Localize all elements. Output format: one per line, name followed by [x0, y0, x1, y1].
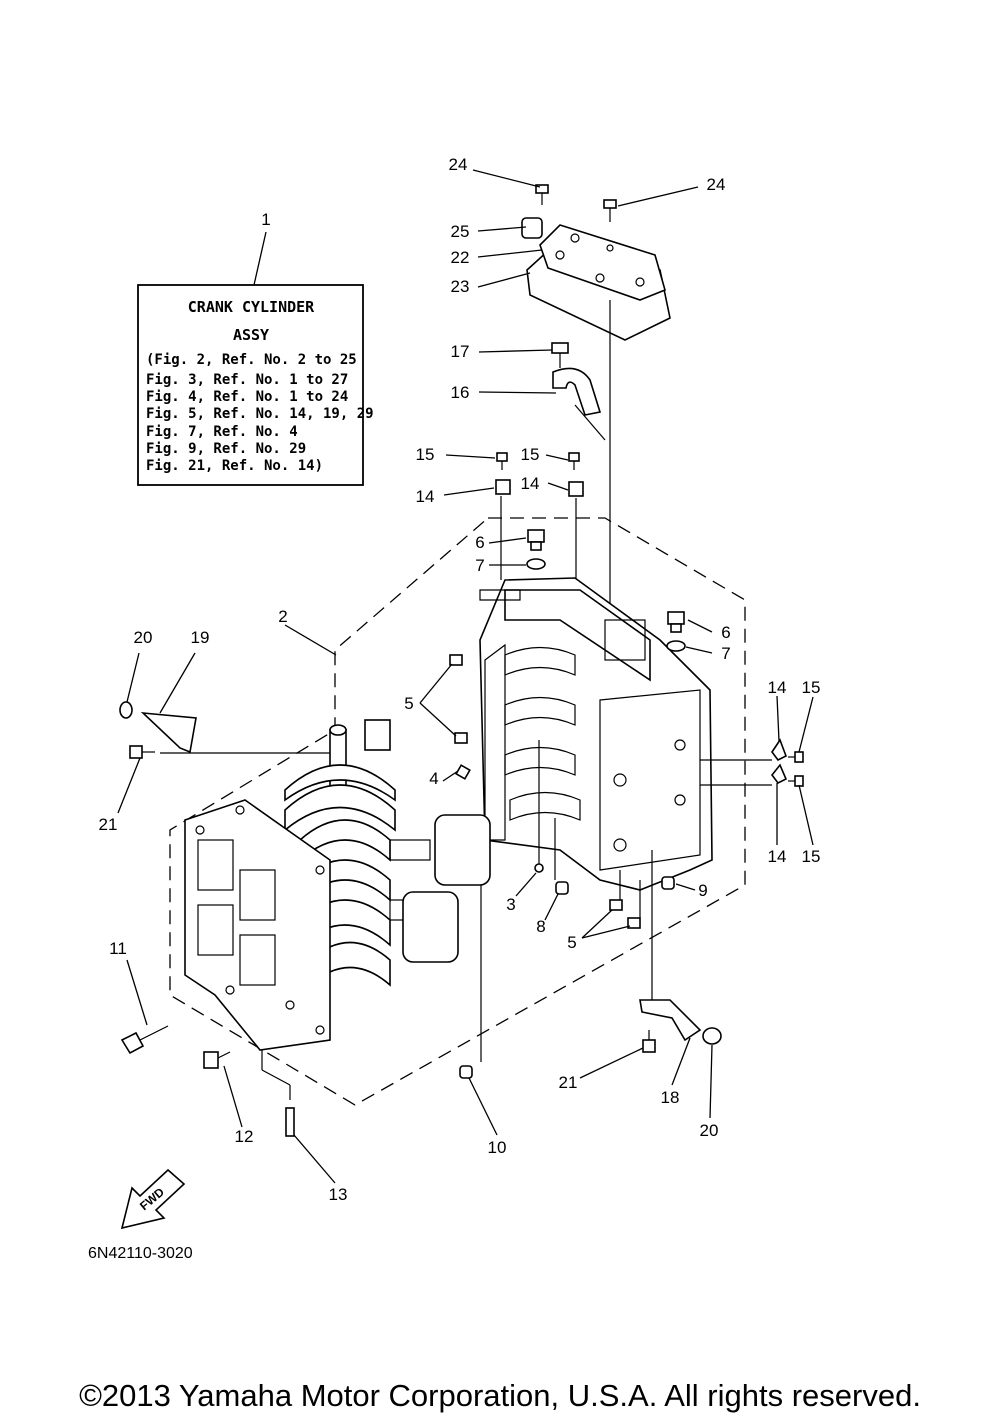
callout-12: 12: [235, 1127, 254, 1146]
callout-25: 25: [451, 222, 470, 241]
callout-10: 10: [488, 1138, 507, 1157]
callout-6: 6: [721, 623, 730, 642]
info-box-line: Fig. 21, Ref. No. 14): [146, 458, 323, 474]
bolt-21-left: [129, 745, 155, 759]
callout-20: 20: [700, 1121, 719, 1140]
callout-1: 1: [261, 210, 270, 229]
fitting-5-upper: [449, 654, 468, 744]
stud-13: [285, 1107, 295, 1137]
callout-15: 15: [521, 445, 540, 464]
callout-9: 9: [698, 881, 707, 900]
callout-19: 19: [191, 628, 210, 647]
clip-14-right-upper: [771, 738, 788, 762]
screw-15-top-left: [496, 452, 508, 470]
callout-7: 7: [721, 644, 730, 663]
screw-15-right-lower: [788, 775, 804, 787]
callout-14: 14: [768, 847, 787, 866]
info-box-line: Fig. 3, Ref. No. 1 to 27: [146, 372, 348, 388]
pin-3: [534, 863, 544, 873]
info-box-line: (Fig. 2, Ref. No. 2 to 25: [146, 352, 357, 368]
clip-14-top-right: [568, 481, 584, 497]
callout-14: 14: [416, 487, 435, 506]
callout-23: 23: [451, 277, 470, 296]
bolt-12: [203, 1051, 231, 1069]
bolt-21-right: [642, 1030, 656, 1053]
washer-7-top: [526, 558, 546, 570]
fitting-5-lower: [609, 899, 641, 929]
callout-20: 20: [134, 628, 153, 647]
callout-15: 15: [416, 445, 435, 464]
callout-labels: 1 2 3 4 5 5 6 6 7 7 8 9 10 11 12 13 14 1…: [99, 155, 821, 1204]
dowel-8: [555, 881, 569, 895]
callout-13: 13: [329, 1185, 348, 1204]
washer-7-right: [666, 640, 686, 652]
dowel-9: [661, 876, 675, 890]
info-box-line: Fig. 4, Ref. No. 1 to 24: [146, 389, 348, 405]
screw-15-right-upper: [788, 751, 804, 763]
bracket-25: [521, 217, 543, 239]
callout-14: 14: [521, 474, 540, 493]
plug-6-top: [527, 529, 545, 551]
info-box-line: Fig. 5, Ref. No. 14, 19, 29: [146, 406, 374, 422]
clip-14-right-lower: [770, 763, 788, 785]
diagram-code: 6N42110-3020: [88, 1245, 193, 1262]
callout-8: 8: [536, 917, 545, 936]
assembly-dashed-outline: [169, 517, 746, 1106]
piston-upper: [434, 814, 491, 886]
callout-2: 2: [278, 607, 287, 626]
callout-14: 14: [768, 678, 787, 697]
bracket-19: [140, 711, 197, 754]
callout-5: 5: [404, 694, 413, 713]
plug-4: [455, 764, 471, 780]
cap-20-left: [119, 701, 133, 719]
callout-24: 24: [449, 155, 468, 174]
bolt-17: [551, 342, 569, 368]
clip-14-top-left: [495, 479, 511, 495]
callout-15: 15: [802, 678, 821, 697]
piston-lower: [402, 891, 459, 963]
info-box-line: Fig. 7, Ref. No. 4: [146, 424, 298, 440]
fwd-arrow-icon: FWD: [120, 1168, 186, 1230]
leader-lines: [117, 169, 814, 1184]
bolt-11: [120, 1025, 169, 1055]
callout-3: 3: [506, 895, 515, 914]
callout-24: 24: [707, 175, 726, 194]
callout-5: 5: [567, 933, 576, 952]
callout-11: 11: [109, 939, 127, 958]
clamp-16-leader: [574, 404, 606, 441]
callout-18: 18: [661, 1088, 680, 1107]
callout-16: 16: [451, 383, 470, 402]
clamp-16: [552, 367, 602, 416]
callout-21: 21: [559, 1073, 578, 1092]
copyright-notice: ©2013 Yamaha Motor Corporation, U.S.A. A…: [79, 1378, 921, 1413]
callout-21: 21: [99, 815, 118, 834]
callout-6: 6: [475, 533, 484, 552]
screw-15-top-right: [568, 452, 580, 470]
info-box-title: CRANK CYLINDER: [188, 298, 315, 316]
callout-4: 4: [429, 769, 438, 788]
plug-6-right: [667, 611, 685, 633]
callout-7: 7: [475, 556, 484, 575]
info-box-subtitle: ASSY: [233, 326, 269, 344]
cylinder-head-cover: [526, 224, 671, 341]
bracket-18: [639, 999, 702, 1042]
cap-20-right: [702, 1027, 722, 1045]
bolt-24-right: [603, 199, 617, 222]
callout-22: 22: [451, 248, 470, 267]
crankcase: [184, 799, 331, 1051]
callout-17: 17: [451, 342, 470, 361]
dowel-10: [459, 1065, 473, 1079]
bolt-24-left: [535, 184, 549, 205]
callout-15: 15: [802, 847, 821, 866]
info-box-line: Fig. 9, Ref. No. 29: [146, 441, 306, 457]
info-box: CRANK CYLINDER ASSY (Fig. 2, Ref. No. 2 …: [137, 284, 374, 486]
